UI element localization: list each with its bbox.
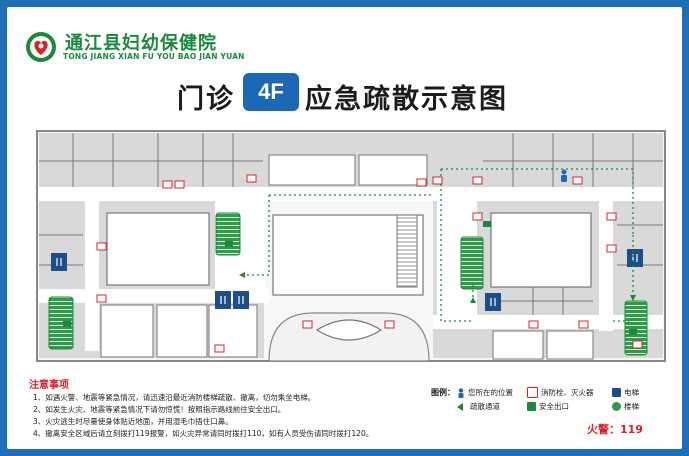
stairs-icon bbox=[215, 212, 241, 256]
legend-text: 您所在的位置 bbox=[468, 388, 513, 397]
legend-item: 您所在的位置 bbox=[457, 387, 513, 398]
you-are-here-icon bbox=[561, 169, 567, 182]
legend-text: 安全出口 bbox=[539, 402, 569, 411]
floor-plan-map bbox=[36, 130, 666, 362]
stairs-icon bbox=[460, 236, 484, 290]
legend-item: 疏散通道 bbox=[457, 401, 500, 412]
legend-text: 楼梯 bbox=[624, 402, 639, 411]
evacuation-sign: 通江县妇幼保健院 TONG JIANG XIAN FU YOU BAO JIAN… bbox=[7, 7, 682, 449]
notes-title: 注意事项 bbox=[29, 380, 69, 391]
evacuation-route-icon bbox=[457, 402, 463, 411]
title-suffix: 应急疏散示意图 bbox=[305, 84, 508, 115]
fire-extinguisher-icon bbox=[96, 174, 643, 353]
note-item: 1、如遇火警、地震等紧急情况，请迅速沿最近消防楼梯疏散、撤离，切勿乘坐电梯。 bbox=[33, 393, 316, 402]
title-prefix: 门诊 bbox=[177, 84, 235, 115]
legend-item: 消防栓、灭火器 bbox=[527, 387, 594, 398]
org-name-cn: 通江县妇幼保健院 bbox=[65, 33, 217, 54]
fire-alarm-number: 火警：119 bbox=[587, 423, 643, 436]
legend-item: 楼梯 bbox=[612, 401, 639, 412]
note-item: 3、火灾逃生时尽量使身体贴近地面，并用湿毛巾捂住口鼻。 bbox=[33, 417, 233, 426]
stairs-icon bbox=[612, 402, 621, 411]
legend-text: 消防栓、灭火器 bbox=[541, 388, 594, 397]
legend-label: 图例： bbox=[431, 388, 455, 397]
safety-exit-icon bbox=[527, 402, 536, 411]
escalator-icon bbox=[396, 214, 418, 288]
note-item: 2、如发生火灾、地震等紧急情况下请勿惊慌！按照指示路线前往安全出口。 bbox=[33, 405, 286, 414]
evacuation-arrow-icon bbox=[239, 272, 636, 303]
hospital-logo-icon bbox=[26, 32, 56, 62]
org-name-en: TONG JIANG XIAN FU YOU BAO JIAN YUAN bbox=[63, 52, 245, 61]
person-location-icon bbox=[458, 387, 464, 398]
note-item: 4、撤离安全区域后请立刻拨打119报警，如火灾异常请同时拨打110，如有人员受伤… bbox=[33, 429, 374, 438]
building-walls bbox=[36, 130, 666, 362]
legend-text: 疏散通道 bbox=[470, 402, 500, 411]
legend-item: 安全出口 bbox=[527, 401, 569, 412]
elevator-icon bbox=[612, 388, 621, 397]
legend-item: 电梯 bbox=[612, 387, 639, 398]
safety-exit-icon bbox=[63, 221, 637, 335]
stairs-icon bbox=[48, 296, 74, 350]
fire-extinguisher-icon bbox=[527, 387, 538, 398]
floor-badge: 4F bbox=[243, 73, 299, 111]
legend-text: 电梯 bbox=[624, 388, 639, 397]
